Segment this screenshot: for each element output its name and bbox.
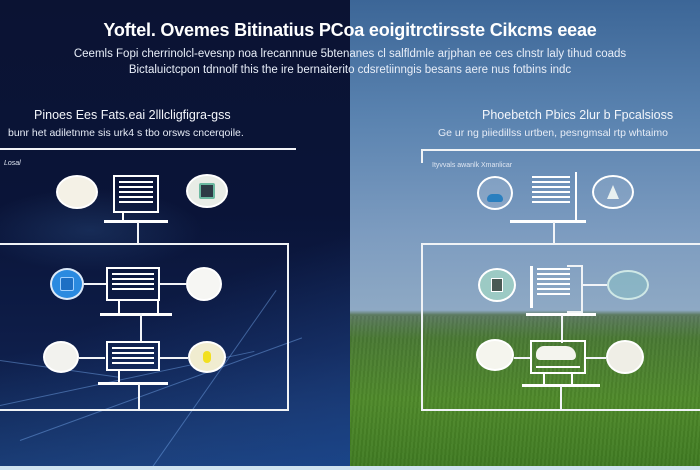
- page-subtitle-line-2: Bictaluictcpon tdnnolf this the ire bern…: [128, 64, 572, 76]
- tree-icon[interactable]: [592, 175, 634, 209]
- monitor-document-icon[interactable]: [113, 175, 159, 213]
- page-subtitle-line-1: Ceemls Fopi cherrinolcl-evesnp noa lreca…: [73, 48, 627, 60]
- monitor-document-icon[interactable]: [106, 341, 160, 371]
- left-tiny-label: Losal: [4, 160, 21, 167]
- monitor-stand: [100, 313, 172, 316]
- bottom-strip: [0, 466, 700, 470]
- monitor-stand: [522, 384, 600, 387]
- connector: [84, 283, 106, 285]
- app-glyph: [60, 277, 74, 291]
- animal-glyph: [536, 346, 576, 360]
- grass-field: [350, 316, 700, 470]
- tree-glyph: [607, 185, 619, 199]
- round-fruit-icon[interactable]: [476, 339, 514, 371]
- water-drop-icon[interactable]: [477, 176, 513, 210]
- dotted-sphere-icon[interactable]: [606, 340, 644, 374]
- connector: [160, 283, 186, 285]
- monitor-animal-icon[interactable]: [530, 340, 586, 374]
- monitor-leg: [118, 371, 120, 382]
- right-top-frame: [421, 149, 700, 163]
- connector: [137, 222, 139, 244]
- connector: [586, 357, 606, 359]
- connector: [561, 315, 563, 343]
- right-section-description: Ge ur ng piiedillss urtben, pesngmsal rt…: [438, 127, 668, 139]
- yellow-bulb-icon[interactable]: [188, 341, 226, 373]
- monitor-stand: [526, 313, 596, 316]
- landscape-photo-icon[interactable]: [478, 268, 516, 302]
- connector: [160, 357, 188, 359]
- monitor-leg: [571, 374, 573, 384]
- document-stack-icon[interactable]: [532, 176, 570, 210]
- connector: [560, 386, 562, 411]
- monitor-leg: [543, 374, 545, 384]
- connector: [140, 313, 142, 343]
- monitor-stand: [510, 220, 586, 223]
- left-diagram-frame: [0, 243, 289, 411]
- connector: [514, 357, 530, 359]
- right-tiny-label: Ityvvals awanlk Xmanlicar: [432, 162, 513, 169]
- blue-app-icon[interactable]: [50, 268, 84, 300]
- connector: [553, 222, 555, 244]
- left-section-description: bunr het adiletnme sis urk4 s tbo orsws …: [8, 127, 244, 139]
- water-glyph: [487, 194, 503, 202]
- monitor-leg: [157, 301, 159, 313]
- person-profile-icon[interactable]: [43, 341, 79, 373]
- monitor-stand: [104, 220, 168, 223]
- document-edge: [567, 265, 583, 313]
- document-stack-icon[interactable]: [530, 266, 570, 308]
- monitor-stand: [98, 382, 168, 385]
- cloud-leaf-icon[interactable]: [607, 270, 649, 300]
- monitor-leg: [122, 212, 124, 220]
- person-head-icon[interactable]: [56, 175, 98, 209]
- left-divider: [0, 148, 296, 150]
- document-edge: [575, 172, 577, 220]
- photo-glyph: [491, 278, 503, 292]
- monitor-leg: [118, 301, 120, 313]
- right-section-heading: Phoebetch Pbics 2lur b Fpcalsioss: [482, 108, 674, 122]
- connector: [583, 284, 607, 286]
- camera-lens-icon[interactable]: [186, 174, 228, 208]
- blank-circle-icon[interactable]: [186, 267, 222, 301]
- page-title: Yoftel. Ovemes Bitinatius PCoa eoigitrct…: [103, 20, 597, 40]
- left-panel: [0, 0, 350, 470]
- connector: [79, 357, 105, 359]
- right-panel: [350, 0, 700, 470]
- monitor-document-icon[interactable]: [106, 267, 160, 301]
- lens-glyph: [199, 183, 215, 199]
- connector: [138, 384, 140, 411]
- bulb-glyph: [203, 351, 211, 363]
- left-section-heading: Pinoes Ees Fats.eai 2lllcligfigra-gss: [34, 108, 231, 122]
- monitor-bar: [536, 366, 580, 368]
